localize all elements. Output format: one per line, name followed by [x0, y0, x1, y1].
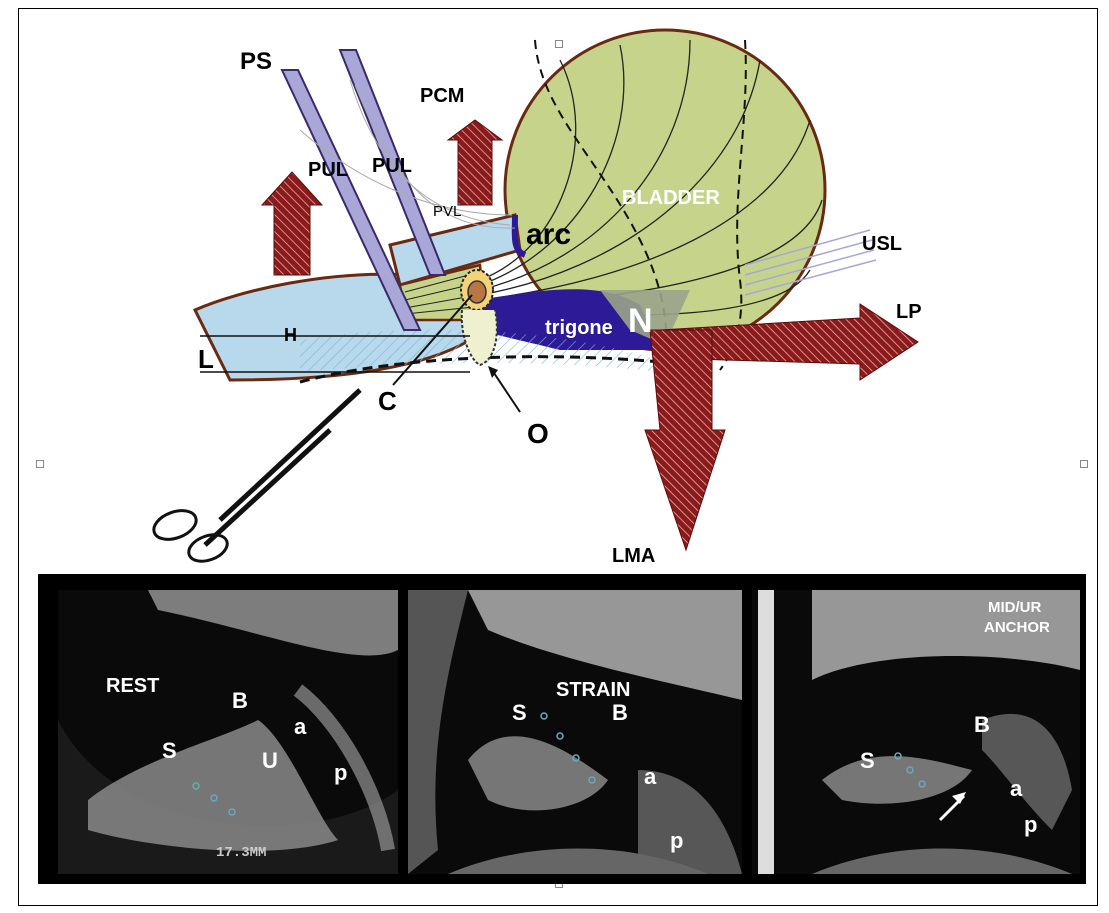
label-lp: LP	[896, 302, 922, 322]
ultrasound-label-anchor-b: B	[974, 714, 990, 736]
ultrasound-label-rest-u: U	[262, 750, 278, 772]
label-c: C	[378, 388, 397, 414]
label-o: O	[527, 420, 549, 448]
ultrasound-label-rest: REST	[106, 676, 159, 696]
ultrasound-label-anchor-p: p	[1024, 814, 1037, 836]
label-ps: PS	[240, 50, 272, 74]
label-pcm: PCM	[420, 86, 464, 106]
label-bladder: BLADDER	[622, 188, 720, 208]
ultrasound-label-rest-p: p	[334, 762, 347, 784]
ultrasound-panel-strain: STRAIN S B a p	[408, 590, 742, 874]
label-l: L	[198, 346, 214, 372]
label-pvl: PVL	[433, 204, 461, 219]
up-arrow-left	[262, 172, 322, 275]
ultrasound-measurement: 17.3MM	[216, 846, 266, 860]
ultrasound-label-rest-b: B	[232, 690, 248, 712]
label-trigone: trigone	[545, 318, 613, 338]
label-arc: arc	[526, 220, 571, 250]
o-pointer	[492, 370, 520, 412]
label-usl: USL	[862, 234, 902, 254]
lma-arrow	[645, 330, 725, 550]
ultrasound-image-rest	[58, 590, 398, 874]
label-n: N	[628, 304, 653, 338]
ultrasound-panel-anchor: MID/UR ANCHOR B S a p	[752, 590, 1080, 874]
ultrasound-label-strain-p: p	[670, 830, 683, 852]
ultrasound-label-anchor-2: ANCHOR	[984, 620, 1050, 635]
label-pul-2: PUL	[372, 156, 412, 176]
ultrasound-label-anchor-a: a	[1010, 778, 1022, 800]
ultrasound-image-strain	[408, 590, 742, 874]
label-lma: LMA	[612, 546, 655, 566]
ultrasound-panel-rest: REST B a S U p 17.3MM	[58, 590, 398, 874]
ultrasound-label-rest-s: S	[162, 740, 177, 762]
label-pul-1: PUL	[308, 160, 348, 180]
scissors-icon	[150, 390, 360, 566]
ultrasound-label-strain-s: S	[512, 702, 527, 724]
ultrasound-label-rest-a: a	[294, 716, 306, 738]
anatomy-diagram	[0, 0, 1109, 580]
ultrasound-label-strain-a: a	[644, 766, 656, 788]
ultrasound-label-anchor-1: MID/UR	[988, 600, 1041, 615]
ultrasound-label-strain: STRAIN	[556, 680, 630, 700]
ultrasound-label-strain-b: B	[612, 702, 628, 724]
label-h: H	[284, 326, 297, 344]
ultrasound-label-anchor-s: S	[860, 750, 875, 772]
pcm-arrow	[448, 120, 502, 205]
